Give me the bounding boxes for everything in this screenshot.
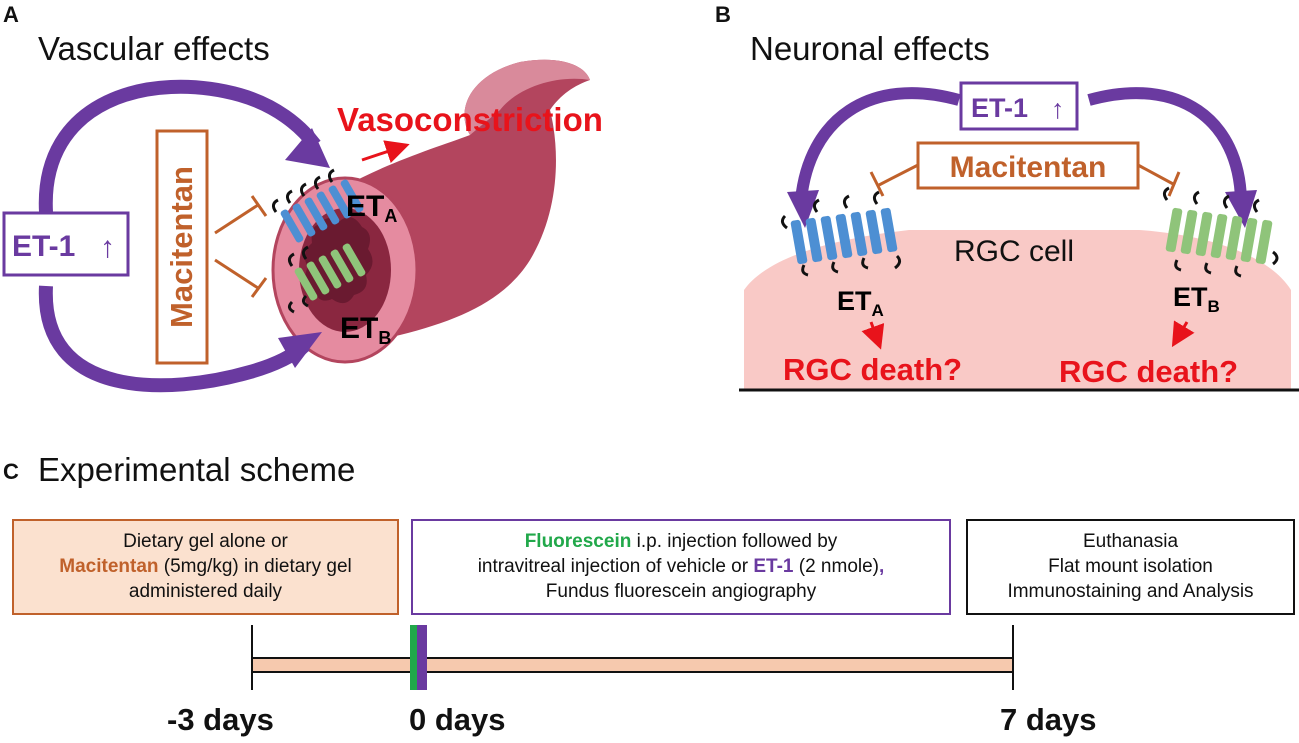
- lower-curved-arrow: [38, 285, 310, 393]
- injection-line-3: Fundus fluorescein angiography: [545, 581, 817, 602]
- et1-marker: [417, 625, 427, 690]
- up-arrow-icon: ↑: [100, 231, 115, 264]
- panel-a-etb-label: ETB: [340, 312, 391, 348]
- timeline: [251, 625, 1014, 690]
- panel-a-et1-box: [2, 211, 130, 277]
- panel-a-eta-label: ETA: [346, 190, 397, 226]
- up-arrow-icon: ↑: [1051, 94, 1065, 124]
- analysis-line-1: Euthanasia: [1082, 531, 1179, 552]
- vasoconstriction-arrow-icon: [361, 140, 410, 164]
- rgc-death-left: RGC death?: [783, 352, 962, 387]
- pretreatment-line-2: Macitentan (5mg/kg) in dietary gel: [59, 556, 352, 577]
- inhibition-icon: [869, 163, 1181, 197]
- red-arrow-icon: [861, 321, 885, 350]
- fluorescein-marker: [410, 625, 417, 690]
- left-curved-arrow: [795, 87, 961, 201]
- panel-a-diagram: ETA ETB Macitentan ET-1 ↑ Vasoconstricti…: [2, 59, 603, 393]
- receptor-eta-icon: [780, 190, 902, 277]
- panel-b-et1-label: ET-1: [971, 93, 1028, 123]
- day-minus3-label: -3 days: [167, 702, 274, 737]
- receptor-etb-icon: [1162, 186, 1279, 278]
- injection-line-2: intravitreal injection of vehicle or ET-…: [477, 556, 885, 577]
- day-0-label: 0 days: [409, 702, 506, 737]
- panel-a-letter: A: [3, 2, 19, 27]
- panel-b-etb-label: ETB: [1173, 282, 1220, 316]
- rgc-cell-label: RGC cell: [954, 235, 1074, 268]
- injection-box: Fluorescein i.p. injection followed by i…: [411, 519, 951, 615]
- panel-b-et1-box: [959, 81, 1079, 131]
- panel-c-letter: C: [3, 459, 19, 484]
- receptor-eta-icon: [271, 168, 364, 243]
- pretreatment-line-1: Dietary gel alone or: [123, 531, 288, 552]
- red-arrow-icon: [1171, 320, 1195, 348]
- day-7-label: 7 days: [1000, 702, 1097, 737]
- panel-a-macitentan-box: [155, 129, 209, 365]
- panel-a-et1-label: ET-1: [12, 230, 75, 263]
- panel-b-macitentan-label: Macitentan: [950, 151, 1107, 184]
- receptor-etb-icon: [287, 243, 366, 314]
- analysis-line-3: Immunostaining and Analysis: [1007, 581, 1254, 602]
- panel-b-macitentan-box: [916, 141, 1140, 190]
- panel-a-macitentan-label: Macitentan: [164, 166, 199, 328]
- analysis-line-2: Flat mount isolation: [1048, 556, 1213, 577]
- pretreatment-line-3: administered daily: [128, 581, 283, 602]
- right-curved-arrow: [1087, 87, 1247, 201]
- upper-curved-arrow: [38, 79, 321, 213]
- panel-b-letter: B: [715, 2, 731, 27]
- injection-line-1: Fluorescein i.p. injection followed by: [524, 531, 838, 552]
- rgc-cell-body: [744, 230, 1291, 390]
- panel-a-title: Vascular effects: [38, 30, 270, 67]
- analysis-box: Euthanasia Flat mount isolation Immunost…: [966, 519, 1295, 615]
- pretreatment-box: Dietary gel alone or Macitentan (5mg/kg)…: [12, 519, 399, 615]
- inhibition-icon: [214, 195, 268, 298]
- panel-c-title: Experimental scheme: [38, 451, 356, 488]
- panel-b-title: Neuronal effects: [750, 30, 990, 67]
- panel-b-diagram: RGC cell ET-1 ↑ Macitentan ETA RGC death…: [739, 81, 1299, 392]
- timeline-bar: [251, 657, 1014, 673]
- panel-b-eta-label: ETA: [837, 286, 884, 320]
- vasoconstriction-label: Vasoconstriction: [337, 101, 603, 138]
- rgc-death-right: RGC death?: [1059, 354, 1238, 389]
